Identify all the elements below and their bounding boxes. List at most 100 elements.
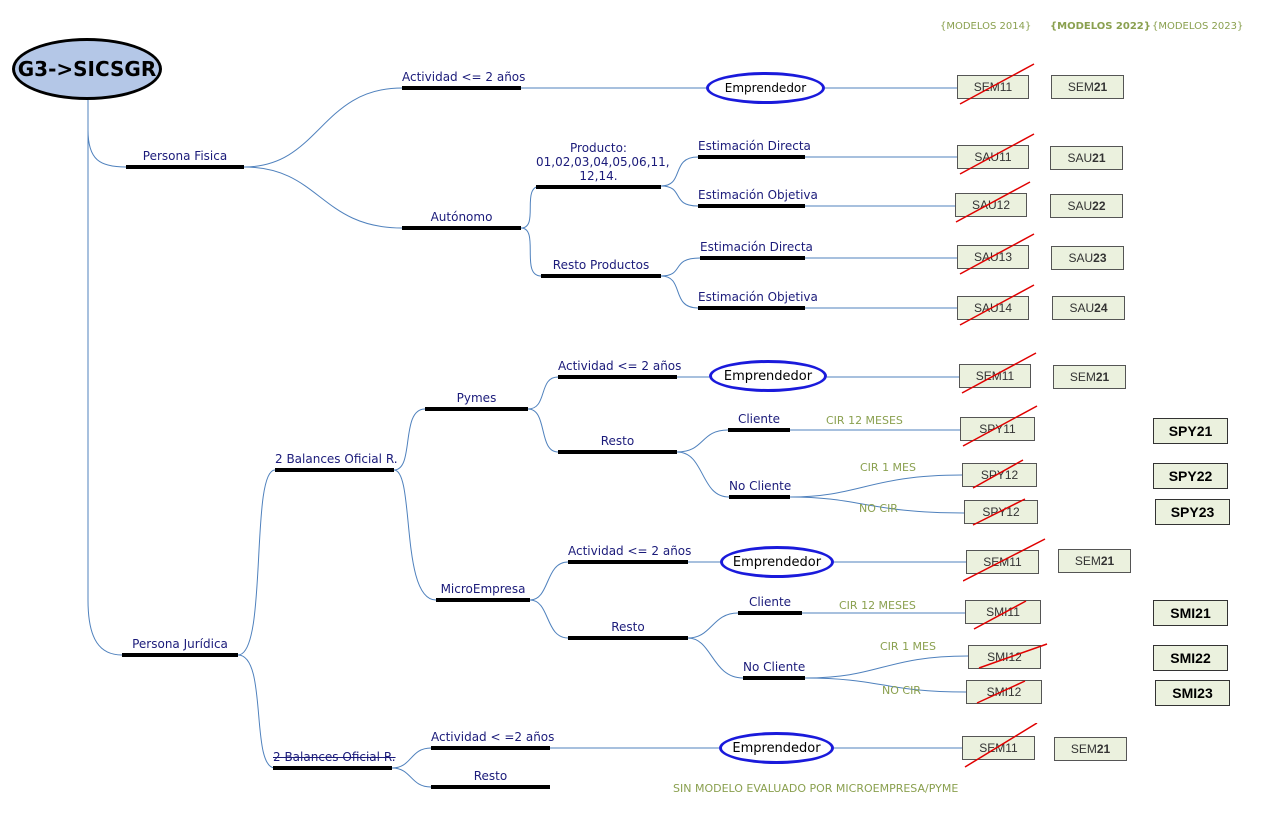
- model-2014-box: SPY11: [960, 405, 1038, 447]
- model-prefix: SEM: [1070, 742, 1097, 756]
- node-est-objetiva-1: Estimación Objetiva: [698, 188, 818, 208]
- model-2014-box: SAU13: [957, 233, 1035, 275]
- strike-mark: [959, 233, 1035, 275]
- edge-label-nocir-micro: NO CIR: [882, 684, 921, 697]
- node-actividad-pf: Actividad <= 2 años: [402, 70, 525, 90]
- strike-mark: [976, 680, 1026, 704]
- edge-label-nocir-pymes: NO CIR: [859, 502, 898, 515]
- balances-2-label: 2 Balances Oficial R.: [273, 750, 396, 764]
- node-no-cliente-pymes: No Cliente: [729, 479, 791, 499]
- model-number: 21: [1095, 370, 1110, 384]
- model-number: 21: [1100, 554, 1115, 568]
- edge-label-cir12-pymes: CIR 12 MESES: [826, 414, 903, 427]
- node-pymes: Pymes: [425, 391, 528, 411]
- model-2014-box: SAU14: [957, 284, 1035, 326]
- node-est-objetiva-2: Estimación Objetiva: [698, 290, 818, 310]
- model-number: 24: [1094, 301, 1108, 315]
- model-2014-box: SEM11: [962, 723, 1038, 768]
- header-modelos-2014: {MODELOS 2014}: [940, 21, 1032, 32]
- model-2014-box: SPY12: [964, 498, 1038, 526]
- strike-mark: [972, 498, 1026, 526]
- model-2014-box: SAU11: [957, 133, 1035, 175]
- node-actividad-micro: Actividad <= 2 años: [568, 544, 691, 564]
- strike-mark: [963, 538, 1046, 582]
- model-prefix: SEM: [1074, 554, 1101, 568]
- model-2023-box: SMI22: [1153, 645, 1228, 671]
- node-microempresa: MicroEmpresa: [436, 582, 530, 602]
- model-prefix: SAU: [1068, 251, 1094, 265]
- strike-mark: [973, 600, 1027, 630]
- node-resto-productos: Resto Productos: [541, 258, 661, 278]
- node-cliente-micro: Cliente: [738, 595, 802, 615]
- model-2023-box: SPY22: [1153, 463, 1228, 489]
- edge-label-sin-modelo: SIN MODELO EVALUADO POR MICROEMPRESA/PYM…: [673, 782, 959, 795]
- model-2023-box: SMI21: [1153, 600, 1228, 626]
- model-2014-box: SMI12: [966, 680, 1042, 704]
- strike-mark: [962, 405, 1038, 447]
- node-est-directa-1: Estimación Directa: [698, 139, 811, 159]
- node-no-cliente-micro: No Cliente: [743, 660, 805, 680]
- model-2014-box: SAU12: [955, 181, 1031, 223]
- emprendedor-ellipse: Emprendedor: [706, 72, 825, 104]
- model-prefix: SEM: [1069, 370, 1096, 384]
- model-2014-box: SEM11: [963, 538, 1046, 582]
- strike-mark: [959, 284, 1035, 326]
- header-modelos-2022: {MODELOS 2022}: [1050, 21, 1151, 32]
- emprendedor-ellipse: Emprendedor: [719, 732, 834, 764]
- node-cliente-pymes: Cliente: [728, 412, 790, 432]
- model-2014-code: SEM11: [979, 741, 1018, 755]
- model-2023-box: SPY23: [1155, 499, 1230, 525]
- model-2014-box: SMI11: [965, 600, 1041, 630]
- node-balances-2: 2 Balances Oficial R.: [273, 750, 396, 770]
- model-number: 23: [1093, 251, 1107, 265]
- node-persona-fisica: Persona Fisica: [126, 149, 244, 169]
- strike-mark: [972, 459, 1024, 489]
- node-balances-1: 2 Balances Oficial R.: [275, 452, 398, 472]
- node-est-directa-2: Estimación Directa: [700, 240, 813, 260]
- edge-label-cir12-micro: CIR 12 MESES: [839, 599, 916, 612]
- node-resto-micro: Resto: [568, 620, 688, 640]
- strike-mark: [964, 723, 1038, 768]
- model-prefix: SAU: [1069, 301, 1095, 315]
- edge-label-cir1-pymes: CIR 1 MES: [860, 461, 916, 474]
- model-number: 21: [1093, 80, 1108, 94]
- model-prefix: SAU: [1067, 151, 1093, 165]
- model-2014-box: SPY12: [962, 459, 1037, 489]
- node-actividad-pymes: Actividad <= 2 años: [558, 359, 681, 379]
- model-2023-box: SPY21: [1153, 418, 1228, 444]
- root-node: G3->SICSGR: [12, 38, 162, 100]
- emprendedor-ellipse: Emprendedor: [709, 360, 827, 392]
- node-resto-b2: Resto: [431, 769, 550, 789]
- model-2014-box: SMI12: [968, 643, 1048, 669]
- model-prefix: SAU: [1067, 199, 1093, 213]
- model-2014-box: SEM11: [959, 352, 1037, 394]
- model-2023-box: SMI23: [1155, 680, 1230, 706]
- emprendedor-ellipse: Emprendedor: [720, 546, 834, 578]
- edge-label-cir1-micro: CIR 1 MES: [880, 640, 936, 653]
- header-modelos-2023: {MODELOS 2023}: [1152, 21, 1244, 32]
- strike-mark: [978, 643, 1048, 669]
- strike-mark: [955, 181, 1031, 223]
- node-producto: Producto: 01,02,03,04,05,06,11, 12,14.: [536, 141, 670, 189]
- strike-mark: [959, 133, 1035, 175]
- model-prefix: SEM: [1067, 80, 1094, 94]
- node-autonomo: Autónomo: [402, 210, 521, 230]
- model-2014-box: SEM11: [957, 63, 1035, 105]
- node-persona-juridica: Persona Jurídica: [122, 637, 238, 657]
- model-2014-code: SMI12: [986, 685, 1022, 699]
- model-number: 22: [1092, 199, 1106, 213]
- strike-mark: [959, 63, 1035, 105]
- strike-mark: [961, 352, 1037, 394]
- model-2014-code: SMI12: [987, 650, 1022, 664]
- node-actividad-b2: Actividad < =2 años: [431, 730, 554, 750]
